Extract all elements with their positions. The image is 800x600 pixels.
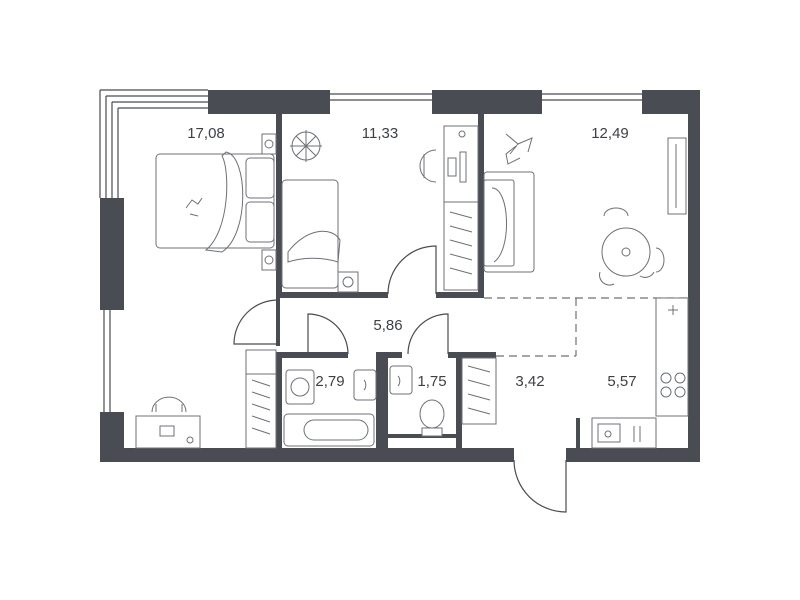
area-label-entrance: 3,42 [515,373,544,390]
desk-with-chair [135,396,201,449]
area-label-bathroom: 2,79 [315,373,344,390]
dining-table [599,207,665,286]
plant-living-icon [505,133,533,165]
area-label-toilet: 1,75 [417,373,446,390]
area-label-hallway: 5,86 [373,317,402,334]
wardrobe-bedroom-2 [443,201,479,291]
zone-separators [484,297,688,357]
double-bed [155,133,277,271]
wardrobe-hall [245,349,277,449]
doors [233,245,567,513]
sofa [483,171,535,273]
area-label-bedroom-2: 11,33 [362,125,398,142]
outer-walls [100,90,700,462]
toilet-fixtures [389,365,445,437]
single-bed [281,179,359,293]
area-label-living-room: 12,49 [591,125,629,142]
kitchen-counter [591,297,689,449]
plant-icon [290,130,322,162]
bathroom-fixtures [283,369,377,447]
desk-bedroom-2 [419,125,479,203]
windows [99,89,642,412]
area-label-kitchen: 5,57 [607,373,636,390]
area-label-bedroom: 17,08 [187,125,225,142]
wardrobe-entrance [461,357,497,425]
interior-walls [276,114,580,448]
tv-unit [667,137,687,215]
